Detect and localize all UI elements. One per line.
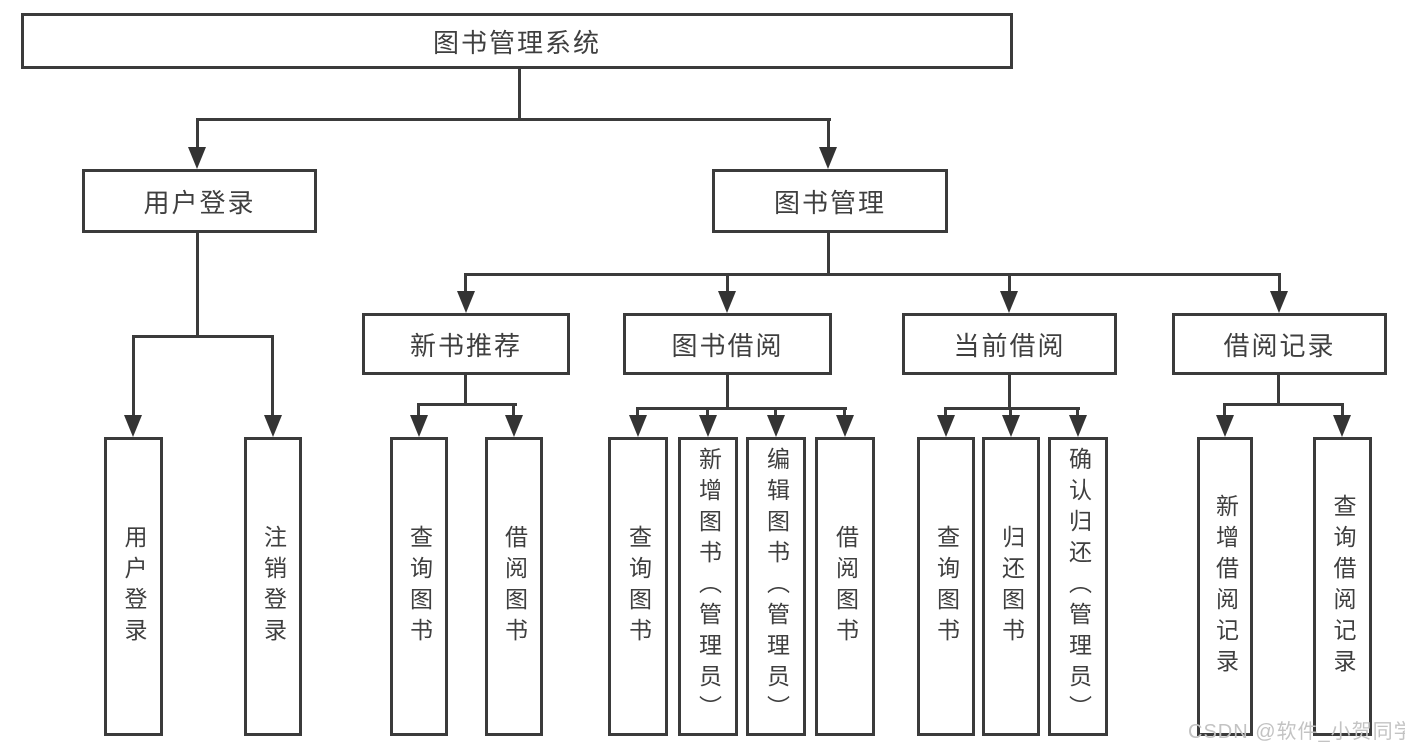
connector-user-login-split — [132, 335, 274, 338]
connector-records-trunk — [1277, 375, 1280, 406]
node-book-management: 图书管理 — [712, 169, 948, 233]
arrowhead-icon — [937, 415, 955, 437]
connector-stem — [1223, 403, 1226, 417]
connector-recommend-split — [417, 403, 517, 406]
csdn-watermark: CSDN @软件_小贺同学 — [1188, 721, 1405, 743]
leaf-query-books-current-label: 查询图书 — [933, 524, 960, 649]
connector-level2-split — [197, 118, 831, 121]
connector-records-split — [1223, 403, 1344, 406]
leaf-query-borrow-record-label: 查询借阅记录 — [1330, 493, 1356, 680]
connector-level3-split — [465, 273, 1281, 276]
connector-stem — [944, 407, 947, 417]
leaf-query-borrow-record: 查询借阅记录 — [1313, 437, 1372, 736]
arrowhead-icon — [264, 415, 282, 437]
leaf-add-borrow-record-label: 新增借阅记录 — [1212, 493, 1239, 680]
connector-current-trunk — [1008, 375, 1011, 410]
node-root-label: 图书管理系统 — [432, 27, 601, 58]
connector-stem — [196, 118, 199, 150]
node-user-login: 用户登录 — [82, 169, 317, 233]
arrowhead-icon — [1216, 415, 1234, 437]
node-current-borrow-label: 当前借阅 — [953, 330, 1066, 361]
arrowhead-icon — [505, 415, 523, 437]
leaf-query-books-recommend: 查询图书 — [390, 437, 448, 736]
connector-stem — [1009, 407, 1012, 417]
connector-stem — [636, 407, 639, 417]
connector-stem — [1341, 403, 1344, 417]
arrowhead-icon — [718, 291, 736, 313]
leaf-borrow-books-recommend: 借阅图书 — [485, 437, 543, 736]
node-current-borrow: 当前借阅 — [902, 313, 1117, 375]
arrowhead-icon — [1069, 415, 1087, 437]
node-book-management-label: 图书管理 — [773, 187, 886, 218]
leaf-borrow-books-label: 借阅图书 — [832, 524, 859, 649]
arrowhead-icon — [410, 415, 428, 437]
connector-stem — [726, 273, 729, 293]
leaf-borrow-books: 借阅图书 — [815, 437, 875, 736]
connector-stem — [843, 407, 846, 417]
arrowhead-icon — [1333, 415, 1351, 437]
node-borrow-records: 借阅记录 — [1172, 313, 1387, 375]
arrowhead-icon — [124, 415, 142, 437]
node-root: 图书管理系统 — [21, 13, 1013, 69]
node-user-login-label: 用户登录 — [143, 187, 256, 218]
connector-stem — [464, 273, 467, 293]
leaf-user-login: 用户登录 — [104, 437, 163, 736]
leaf-edit-books-admin-label: 编辑图书（管理员） — [763, 447, 790, 726]
connector-stem — [827, 118, 830, 150]
leaf-confirm-return-admin: 确认归还（管理员） — [1048, 437, 1108, 736]
arrowhead-icon — [767, 415, 785, 437]
connector-stem — [706, 407, 709, 417]
leaf-query-books-borrow: 查询图书 — [608, 437, 668, 736]
connector-stem — [1076, 407, 1079, 417]
leaf-add-books-admin: 新增图书（管理员） — [678, 437, 738, 736]
arrowhead-icon — [629, 415, 647, 437]
leaf-borrow-books-recommend-label: 借阅图书 — [501, 524, 528, 649]
connector-recommend-trunk — [464, 375, 467, 406]
arrowhead-icon — [1000, 291, 1018, 313]
arrowhead-icon — [457, 291, 475, 313]
connector-stem — [132, 335, 135, 417]
node-borrow-records-label: 借阅记录 — [1223, 330, 1336, 361]
leaf-confirm-return-admin-label: 确认归还（管理员） — [1065, 447, 1092, 726]
leaf-query-books-current: 查询图书 — [917, 437, 975, 736]
leaf-return-books: 归还图书 — [982, 437, 1040, 736]
connector-root-trunk — [518, 69, 521, 121]
arrowhead-icon — [188, 147, 206, 169]
arrowhead-icon — [699, 415, 717, 437]
leaf-edit-books-admin: 编辑图书（管理员） — [746, 437, 806, 736]
arrowhead-icon — [836, 415, 854, 437]
leaf-add-borrow-record: 新增借阅记录 — [1197, 437, 1253, 736]
node-book-borrow-label: 图书借阅 — [671, 330, 784, 361]
arrowhead-icon — [819, 147, 837, 169]
connector-stem — [271, 335, 274, 417]
leaf-logout-label: 注销登录 — [260, 524, 287, 649]
leaf-return-books-label: 归还图书 — [998, 524, 1025, 649]
leaf-logout: 注销登录 — [244, 437, 302, 736]
connector-stem — [417, 403, 420, 417]
leaf-add-books-admin-label: 新增图书（管理员） — [695, 447, 722, 726]
node-new-book-recommend: 新书推荐 — [362, 313, 570, 375]
connector-stem — [1278, 273, 1281, 293]
connector-stem — [512, 403, 515, 417]
leaf-user-login-label: 用户登录 — [121, 524, 147, 649]
arrowhead-icon — [1002, 415, 1020, 437]
arrowhead-icon — [1270, 291, 1288, 313]
node-new-book-recommend-label: 新书推荐 — [409, 330, 522, 361]
connector-stem — [1008, 273, 1011, 293]
leaf-query-books-borrow-label: 查询图书 — [625, 524, 652, 649]
connector-borrow-split — [636, 407, 847, 410]
connector-current-split — [944, 407, 1080, 410]
leaf-query-books-recommend-label: 查询图书 — [406, 524, 433, 649]
connector-user-login-trunk — [196, 233, 199, 337]
connector-book-mgmt-trunk — [827, 233, 830, 275]
connector-stem — [774, 407, 777, 417]
node-book-borrow: 图书借阅 — [623, 313, 832, 375]
connector-borrow-trunk — [726, 375, 729, 410]
